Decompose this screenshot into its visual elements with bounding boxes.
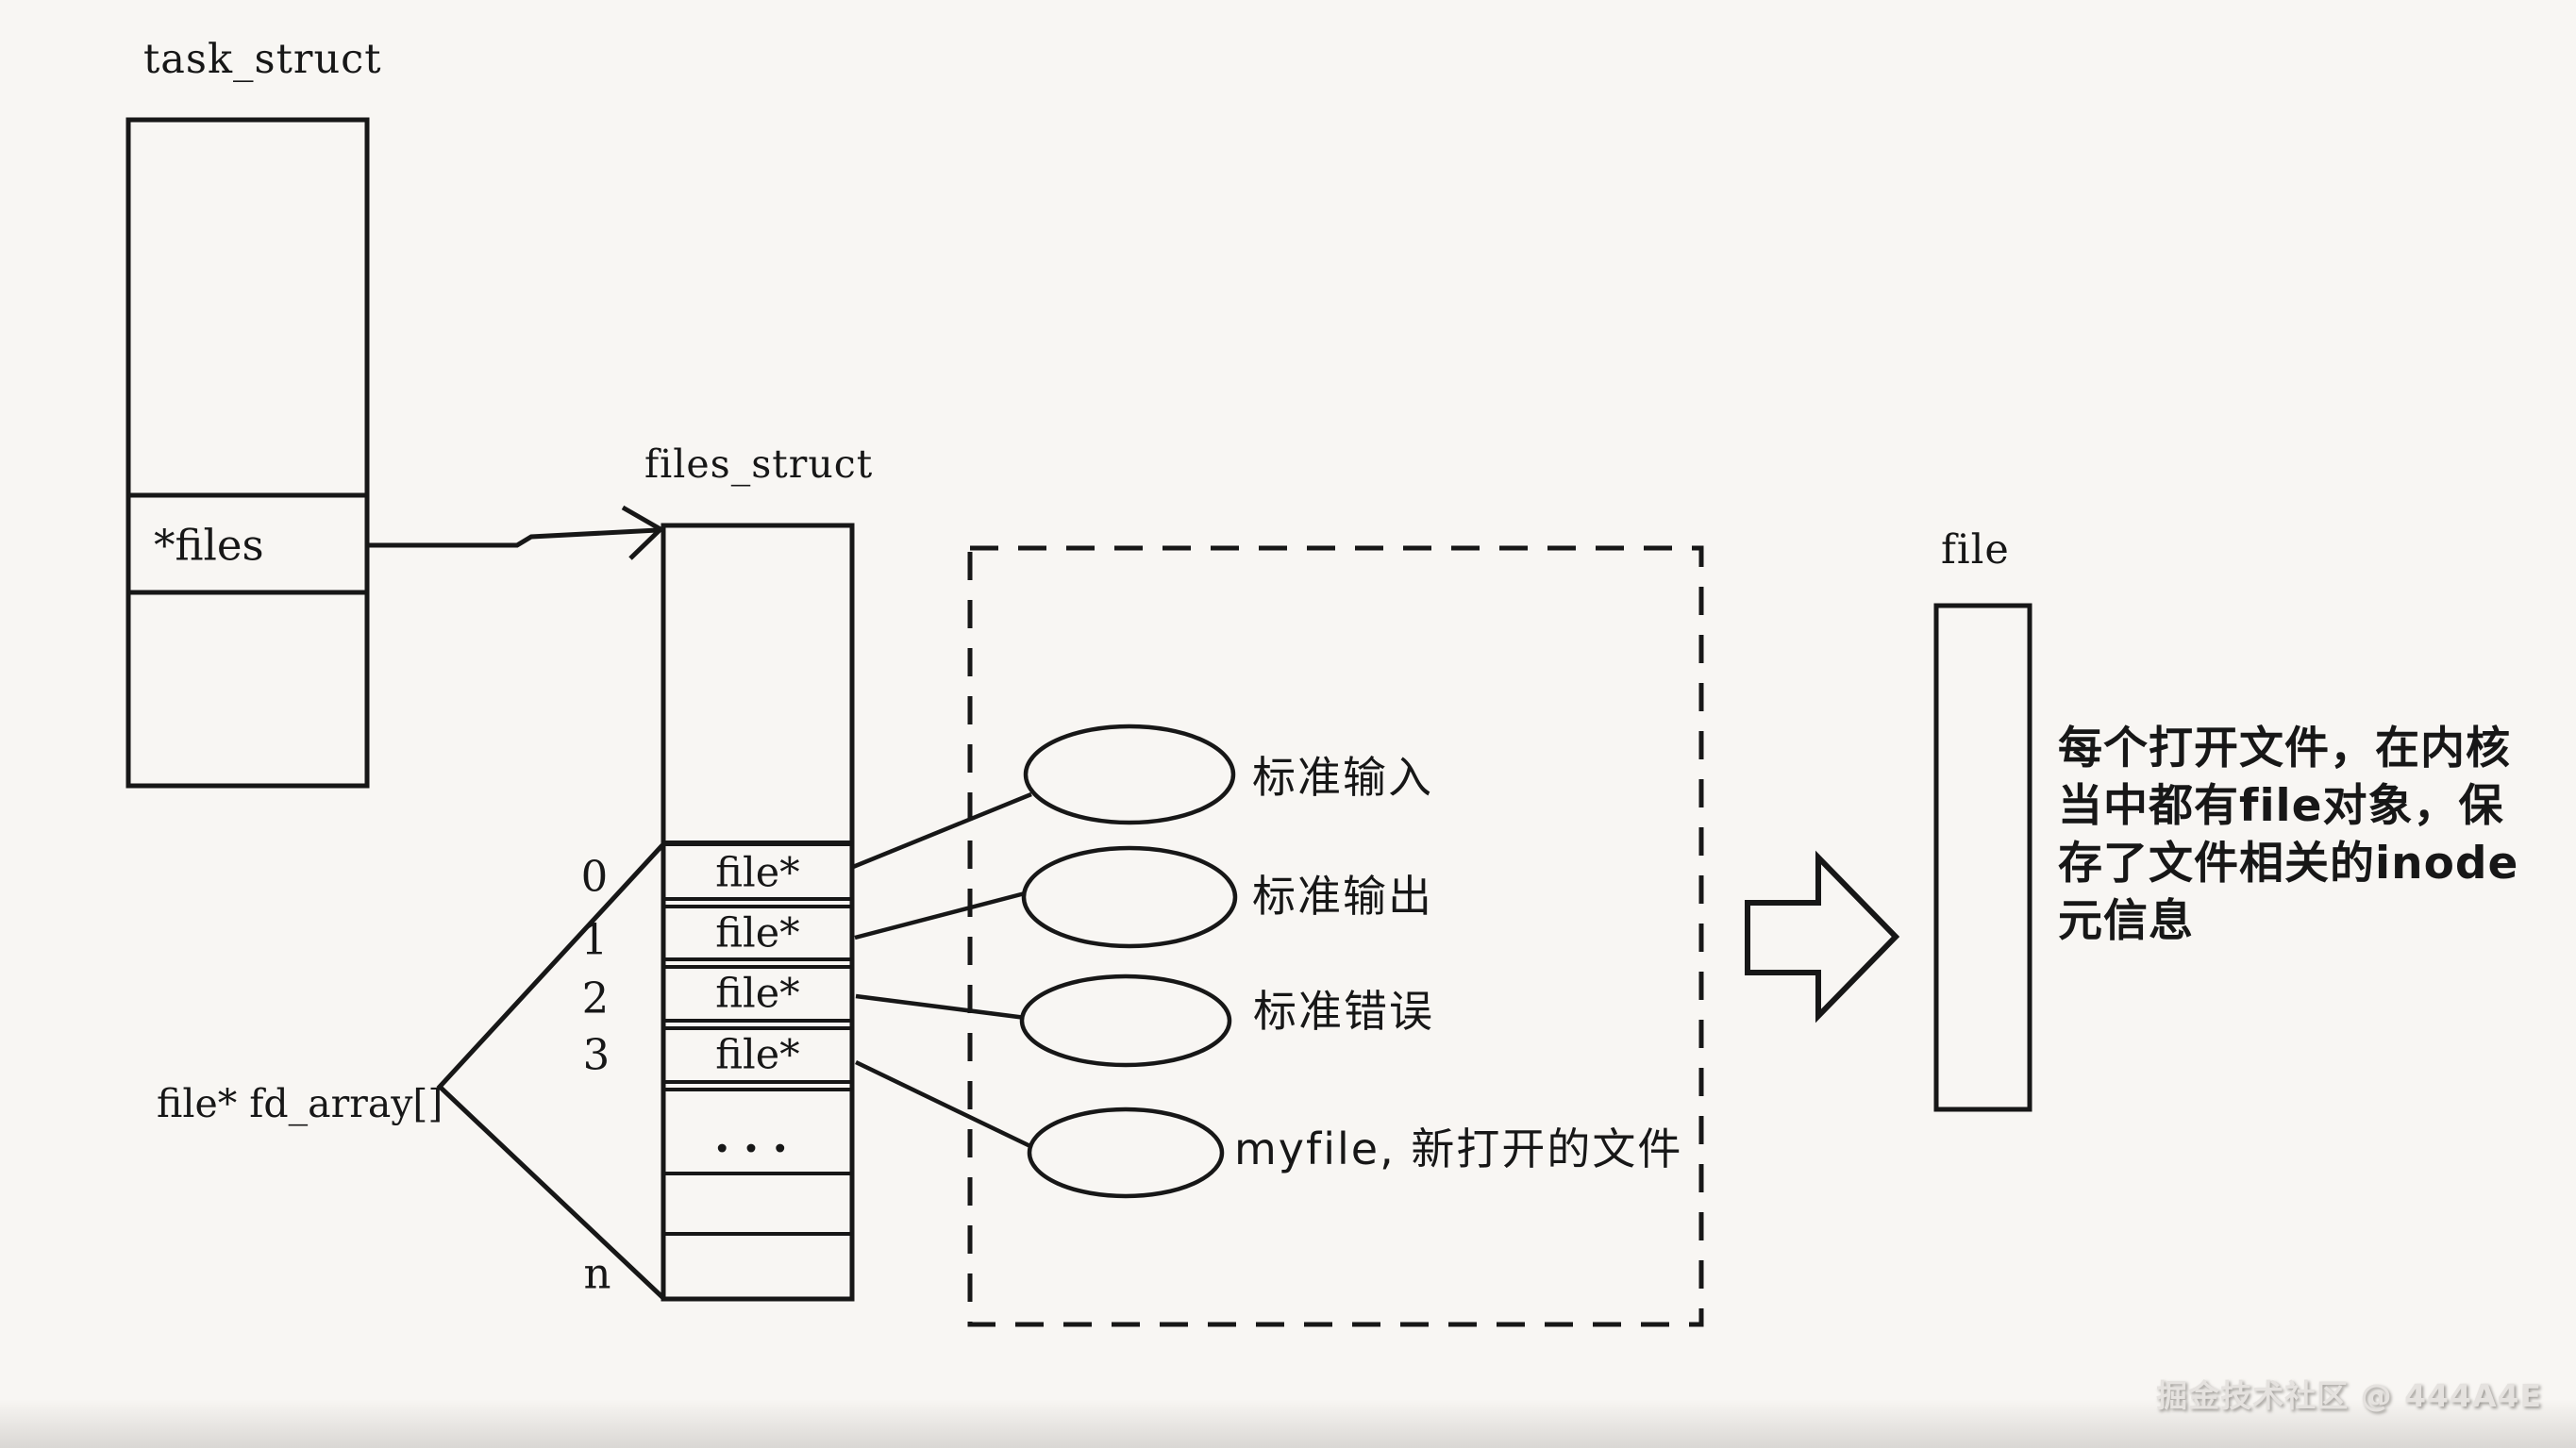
fd-index-1: 1 <box>580 914 609 965</box>
files-struct-title: files_struct <box>644 441 874 487</box>
label-stderr: 标准错误 <box>1253 986 1434 1037</box>
label-stdout: 标准输出 <box>1252 871 1433 922</box>
block-arrow <box>1745 850 1900 1024</box>
fd-cell-3: file* <box>715 1031 800 1079</box>
fd-array-bracket <box>436 843 666 1301</box>
ellipse-myfile <box>1027 1107 1225 1199</box>
watermark: 掘金技术社区 @ 444A4E <box>2156 1377 2542 1414</box>
label-myfile: myfile, 新打开的文件 <box>1234 1123 1683 1174</box>
fd-cell-ellipsis: ... <box>713 1110 802 1163</box>
files-struct-box <box>661 523 855 1302</box>
files-pointer-arrow-line <box>369 527 659 548</box>
file-title: file <box>1941 526 2010 574</box>
file-note-line-3: 存了文件相关的inode <box>2058 838 2519 890</box>
fd-cell-2: file* <box>715 970 800 1018</box>
label-stdin: 标准输入 <box>1252 752 1433 803</box>
task-struct-title: task_struct <box>143 36 382 83</box>
connector-fd2 <box>855 993 1027 1021</box>
file-note-line-4: 元信息 <box>2058 895 2194 947</box>
fd-index-3: 3 <box>582 1029 611 1080</box>
ellipse-stdout <box>1021 845 1238 949</box>
bottom-vignette <box>0 1399 2576 1448</box>
file-note-line-1: 每个打开文件，在内核 <box>2058 723 2511 774</box>
connector-fd3 <box>855 1059 1035 1151</box>
fd-index-0: 0 <box>580 851 609 902</box>
ellipse-stdin <box>1023 724 1236 825</box>
connector-fd0 <box>852 791 1032 870</box>
file-note: 每个打开文件，在内核 当中都有file对象，保 存了文件相关的inode 元信息 <box>2058 720 2518 950</box>
task-struct-files-field: *files <box>154 520 264 571</box>
connector-fd1 <box>854 890 1029 940</box>
open-files-dashed-box <box>967 545 1704 1327</box>
fd-cell-0: file* <box>715 849 800 897</box>
fd-array-label: file* fd_array[] <box>157 1081 443 1126</box>
files-pointer-arrowhead <box>621 505 665 560</box>
fd-index-2: 2 <box>581 973 610 1024</box>
file-box <box>1933 603 2032 1112</box>
fd-index-n: n <box>583 1248 611 1299</box>
fd-cell-1: file* <box>715 909 800 957</box>
ellipse-stderr <box>1019 974 1232 1068</box>
task-struct-box <box>125 117 370 789</box>
file-note-line-2: 当中都有file对象，保 <box>2058 780 2504 832</box>
